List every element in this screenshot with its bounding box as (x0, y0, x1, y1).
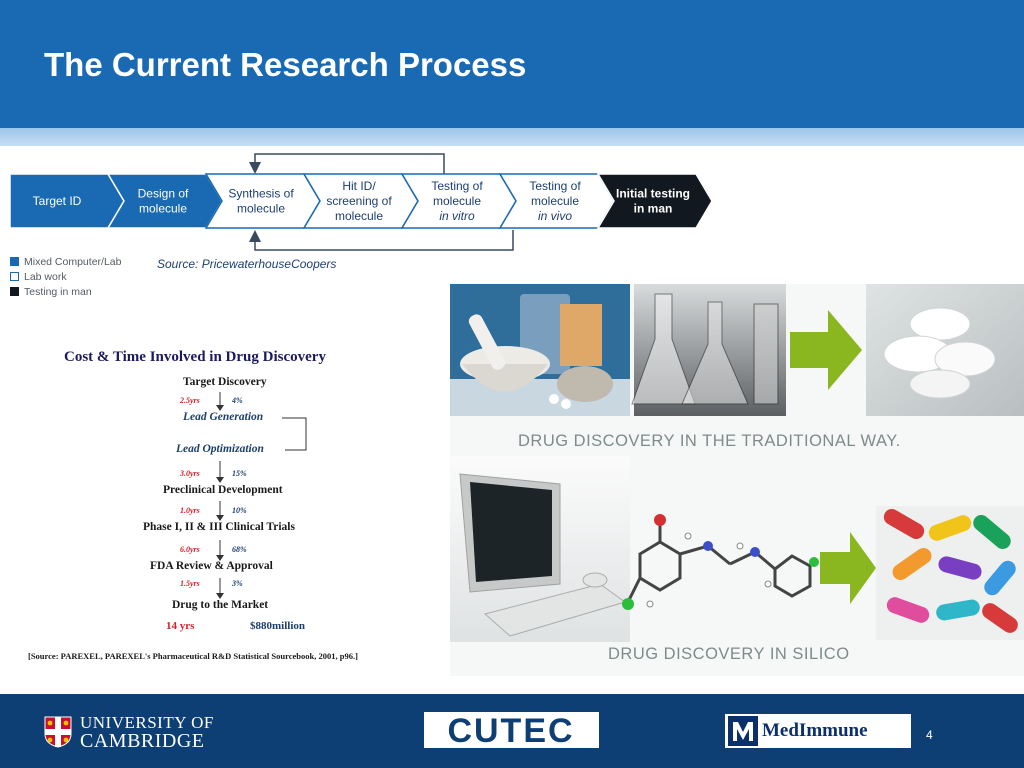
slide-header: The Current Research Process (0, 0, 1024, 128)
process-step-label: molecule (433, 194, 481, 208)
cost-time-diagram: Cost & Time Involved in Drug Discovery T… (0, 345, 440, 665)
process-step-label: molecule (335, 209, 383, 223)
collage-illustrations (450, 284, 1024, 642)
lead-bracket (282, 417, 307, 451)
process-step-label: Synthesis of (228, 187, 294, 201)
white-pills-image (866, 284, 1024, 416)
medimmune-text: MedImmune (762, 720, 868, 741)
medimmune-mark-icon (728, 716, 758, 746)
drug-discovery-collage: DRUG DISCOVERY IN THE TRADITIONAL WAY. D… (450, 284, 1024, 676)
interval-years: 6.0yrs (180, 545, 200, 554)
interval-percent: 68% (232, 545, 247, 554)
process-step-label: Hit ID/ (342, 179, 376, 193)
process-step-label: in vivo (538, 209, 572, 223)
process-source: Source: PricewaterhouseCoopers (157, 257, 337, 271)
stage-preclinical: Preclinical Development (163, 484, 283, 496)
lab-glassware-image (631, 284, 786, 416)
process-legend: Mixed Computer/Lab Lab work Testing in m… (10, 254, 121, 299)
cutec-logo: CUTEC (424, 712, 599, 748)
legend-swatch-man (10, 287, 19, 296)
stage-lead-generation: Lead Generation (183, 411, 264, 423)
legend-item-mixed: Mixed Computer/Lab (10, 254, 121, 269)
interval-years: 1.5yrs (180, 579, 200, 588)
molecule-image (626, 522, 812, 603)
interval-percent: 10% (232, 506, 247, 515)
stage-lead-optimization: Lead Optimization (176, 443, 264, 455)
total-years: 14 yrs (166, 620, 195, 632)
page-number: 4 (926, 728, 933, 742)
feedback-loop-bottom (249, 230, 514, 251)
feedback-loop-top (249, 153, 445, 174)
cost-time-title: Cost & Time Involved in Drug Discovery (64, 349, 326, 365)
legend-swatch-lab (10, 272, 19, 281)
process-step-label: Initial testing (616, 187, 690, 201)
cost-time-source: [Source: PAREXEL, PAREXEL's Pharmaceutic… (28, 651, 358, 661)
process-step-label: Target ID (33, 194, 82, 208)
interval-years: 1.0yrs (180, 506, 200, 515)
process-step-label: molecule (139, 202, 187, 216)
legend-label-mixed: Mixed Computer/Lab (24, 255, 122, 268)
process-step-label: Design of (138, 187, 189, 201)
medimmune-logo: MedImmune (725, 714, 911, 748)
process-step-label: Testing of (431, 179, 483, 193)
stage-fda-review: FDA Review & Approval (150, 560, 273, 572)
interval-percent: 4% (232, 396, 243, 405)
interval-percent: 15% (232, 469, 247, 478)
legend-item-lab: Lab work (10, 269, 121, 284)
cambridge-line1: UNIVERSITY OF (80, 713, 214, 732)
cost-time-connectors (216, 392, 307, 599)
slide-title: The Current Research Process (44, 46, 527, 83)
process-step-label: screening of (326, 194, 392, 208)
computer-image (450, 456, 630, 642)
cutec-logo-text: CUTEC (447, 712, 574, 748)
molecule-atoms (622, 514, 819, 610)
slide-footer: UNIVERSITY OF CAMBRIDGE CUTEC MedImmune … (0, 694, 1024, 768)
stage-target-discovery: Target Discovery (183, 376, 267, 388)
header-stripe (0, 128, 1024, 146)
cambridge-line2: CAMBRIDGE (80, 730, 205, 752)
colorful-capsules-image (876, 506, 1024, 640)
stage-market: Drug to the Market (172, 599, 269, 611)
legend-label-man: Testing in man (24, 285, 92, 298)
legend-swatch-mixed (10, 257, 19, 266)
mortar-pestle-image (450, 284, 630, 416)
process-step-shape (596, 173, 713, 229)
process-step-label: in man (634, 202, 673, 216)
stage-clinical-trials: Phase I, II & III Clinical Trials (143, 521, 295, 533)
process-step-label: molecule (531, 194, 579, 208)
interval-percent: 3% (232, 579, 243, 588)
legend-item-man: Testing in man (10, 284, 121, 299)
caption-traditional: DRUG DISCOVERY IN THE TRADITIONAL WAY. (518, 432, 901, 450)
cambridge-shield-icon (44, 716, 72, 748)
arrow-traditional (790, 310, 862, 390)
process-step-label: Testing of (529, 179, 581, 193)
interval-years: 3.0yrs (180, 469, 200, 478)
process-step-label: in vitro (439, 209, 475, 223)
cambridge-logo: UNIVERSITY OF CAMBRIDGE (44, 713, 214, 752)
interval-years: 2.5yrs (180, 396, 200, 405)
legend-label-lab: Lab work (24, 270, 67, 283)
process-step-label: molecule (237, 202, 285, 216)
total-cost: $880million (250, 620, 306, 632)
arrow-silico (820, 532, 876, 604)
caption-silico: DRUG DISCOVERY IN SILICO (608, 645, 850, 663)
